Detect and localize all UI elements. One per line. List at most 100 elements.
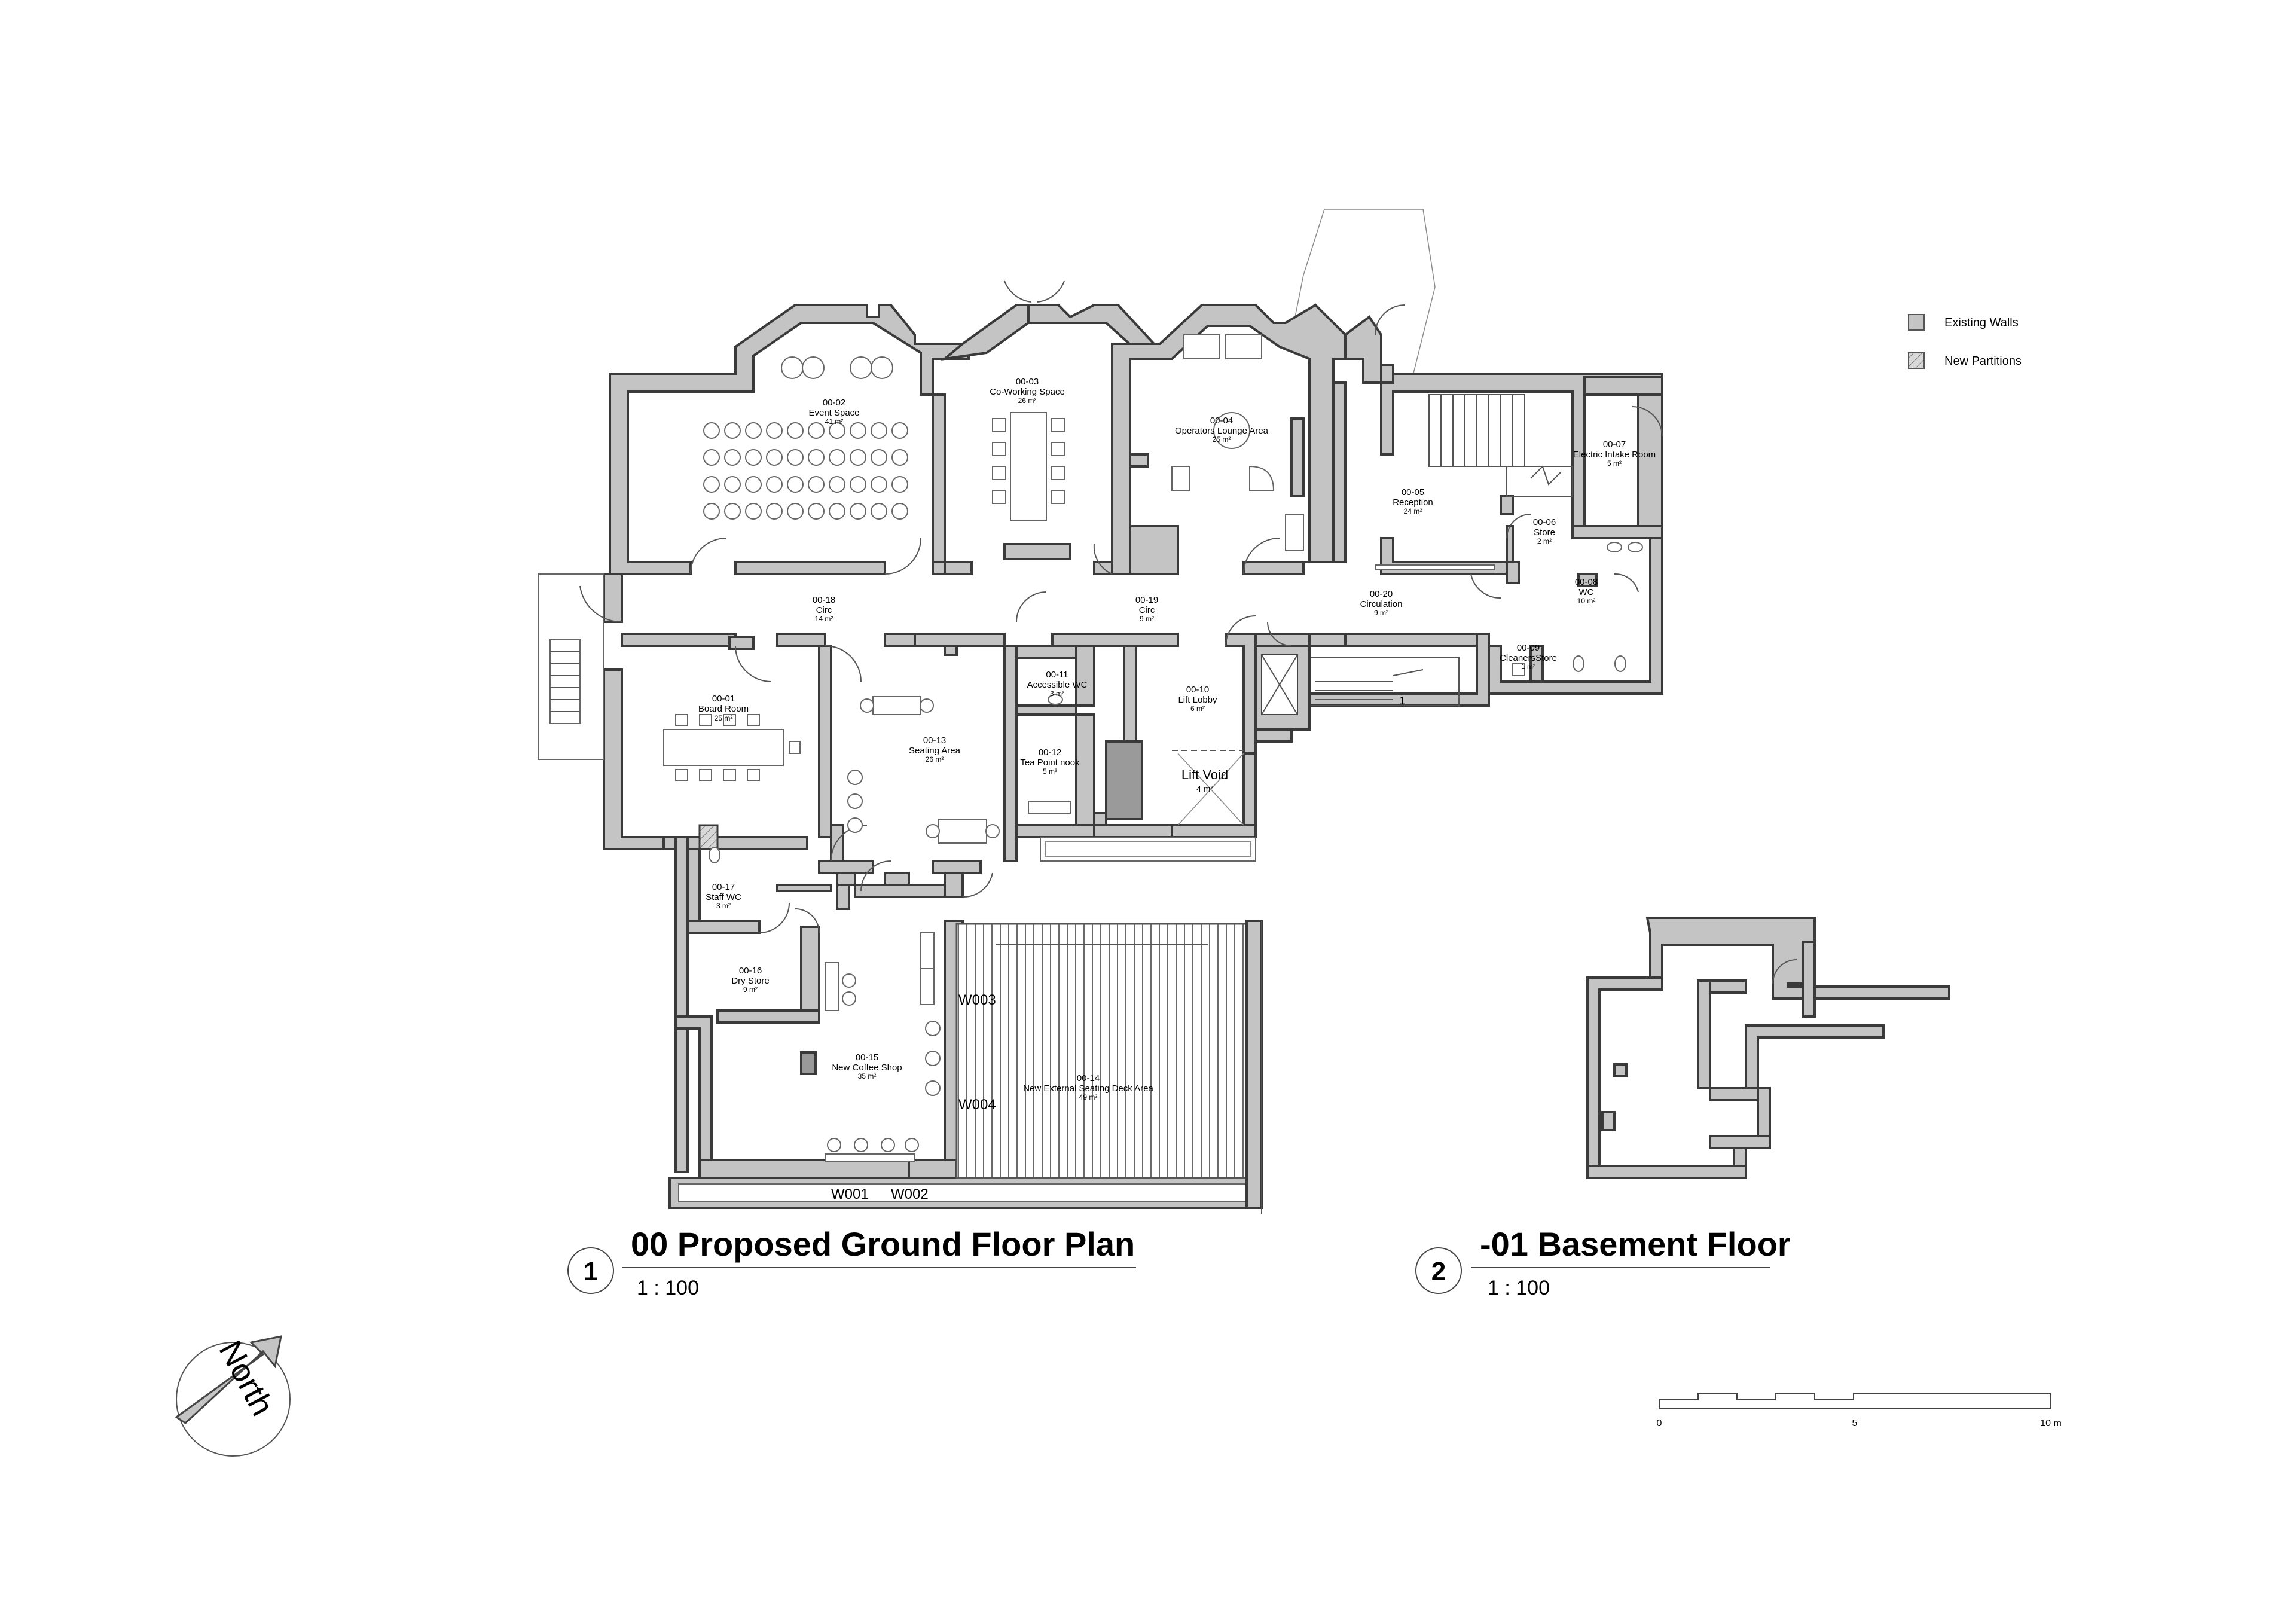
coffee-shop-furniture	[825, 932, 941, 1162]
title-block-1: 1 00 Proposed Ground Floor Plan 1 : 100	[567, 1225, 1136, 1299]
scale-label-5: 5	[1852, 1418, 1858, 1428]
seating-area-furniture	[847, 696, 1000, 844]
svg-text:00-02: 00-02	[823, 398, 845, 408]
svg-text:Lift Void: Lift Void	[1181, 767, 1228, 782]
drawing-number-1: 1	[584, 1257, 598, 1286]
svg-text:00-05: 00-05	[1402, 487, 1424, 497]
svg-text:26 m²: 26 m²	[1018, 396, 1037, 405]
window-tag-w001: W001	[831, 1186, 869, 1202]
svg-text:14 m²: 14 m²	[815, 615, 833, 623]
svg-text:WC: WC	[1579, 587, 1594, 597]
coffee-shop-walls	[668, 824, 1257, 1209]
svg-text:00-18: 00-18	[813, 595, 835, 605]
external-canopy-outline	[1291, 209, 1436, 383]
existing-walls-label: Existing Walls	[1944, 316, 2019, 329]
co-working-table	[992, 412, 1065, 521]
svg-text:00-08: 00-08	[1575, 577, 1598, 587]
svg-text:Lift Lobby: Lift Lobby	[1178, 695, 1217, 705]
window-tag-w003: W003	[958, 992, 996, 1008]
svg-text:Dry Store: Dry Store	[731, 976, 769, 986]
external-deck	[955, 837, 1263, 1214]
reception-walls	[1332, 315, 1663, 695]
svg-text:9 m²: 9 m²	[1374, 609, 1388, 617]
event-space-walls	[609, 304, 1030, 575]
drawing-scale-2: 1 : 100	[1488, 1277, 1550, 1299]
window-tag-w002: W002	[891, 1186, 929, 1202]
ground-floor-plan: 1	[538, 209, 1663, 1214]
svg-text:00-19: 00-19	[1135, 595, 1158, 605]
svg-text:00-07: 00-07	[1603, 439, 1626, 450]
drawing-number-circle-2	[1415, 1247, 1462, 1294]
svg-text:3 m²: 3 m²	[716, 902, 731, 910]
drawing-scale-1: 1 : 100	[637, 1277, 699, 1299]
svg-text:00-15: 00-15	[856, 1052, 878, 1063]
svg-text:Accessible WC: Accessible WC	[1027, 680, 1088, 690]
svg-text:1 m²: 1 m²	[1521, 663, 1535, 671]
svg-text:Co-Working Space: Co-Working Space	[990, 387, 1065, 397]
svg-text:35 m²: 35 m²	[858, 1072, 877, 1080]
svg-text:00-12: 00-12	[1039, 747, 1061, 758]
svg-text:Tea Point nook: Tea Point nook	[1020, 758, 1080, 768]
svg-text:00-03: 00-03	[1016, 377, 1039, 387]
svg-text:Electric Intake Room: Electric Intake Room	[1573, 450, 1656, 460]
svg-text:4 m²: 4 m²	[1196, 784, 1213, 793]
svg-text:00-20: 00-20	[1370, 589, 1393, 599]
svg-text:Board Room: Board Room	[698, 704, 749, 714]
furniture	[663, 334, 1643, 1162]
basement-floor-plan	[1586, 917, 1950, 1179]
svg-text:New External Seating Deck Area: New External Seating Deck Area	[1023, 1083, 1153, 1094]
svg-text:Circ: Circ	[1139, 605, 1155, 615]
north-arrow: North	[175, 1335, 291, 1457]
svg-text:9 m²: 9 m²	[1140, 615, 1154, 623]
svg-text:00-17: 00-17	[712, 882, 735, 892]
existing-walls-swatch	[1908, 314, 1925, 331]
svg-text:5 m²: 5 m²	[1607, 459, 1622, 468]
svg-text:CleanersStore: CleanersStore	[1500, 653, 1557, 663]
drawing-title-2: -01 Basement Floor	[1480, 1225, 1791, 1263]
svg-text:6 m²: 6 m²	[1190, 704, 1205, 713]
new-partitions-label: New Partitions	[1944, 355, 2022, 368]
reception-stair	[1428, 394, 1573, 497]
drawing-number-circle-1	[567, 1247, 614, 1294]
svg-text:Operators Lounge Area: Operators Lounge Area	[1175, 426, 1269, 436]
operators-lounge-walls	[1111, 303, 1347, 575]
svg-text:24 m²: 24 m²	[1404, 507, 1422, 515]
svg-text:Event Space: Event Space	[808, 408, 859, 418]
drawing-number-2: 2	[1431, 1257, 1446, 1286]
lift-area-stair: 1	[1309, 657, 1460, 707]
svg-text:Circulation: Circulation	[1360, 599, 1403, 609]
room-label-lift-void: Lift Void 4 m²	[1181, 767, 1228, 793]
board-table	[663, 714, 801, 781]
svg-text:Circ: Circ	[816, 605, 832, 615]
svg-text:1: 1	[1399, 695, 1405, 707]
svg-text:10 m²: 10 m²	[1577, 597, 1596, 605]
legend: Existing Walls New Partitions	[1908, 314, 2022, 369]
svg-text:Seating Area: Seating Area	[909, 746, 961, 756]
svg-text:00-11: 00-11	[1046, 670, 1068, 680]
event-seating	[703, 356, 908, 520]
svg-text:New Coffee Shop: New Coffee Shop	[832, 1063, 902, 1073]
title-block-2: 2 -01 Basement Floor 1 : 100	[1415, 1225, 1791, 1299]
svg-text:00-06: 00-06	[1533, 517, 1556, 527]
svg-text:26 m²: 26 m²	[926, 755, 944, 764]
wc-fixtures	[709, 542, 1643, 863]
scale-label-0: 0	[1657, 1418, 1662, 1428]
lift-shaft	[1172, 645, 1311, 826]
